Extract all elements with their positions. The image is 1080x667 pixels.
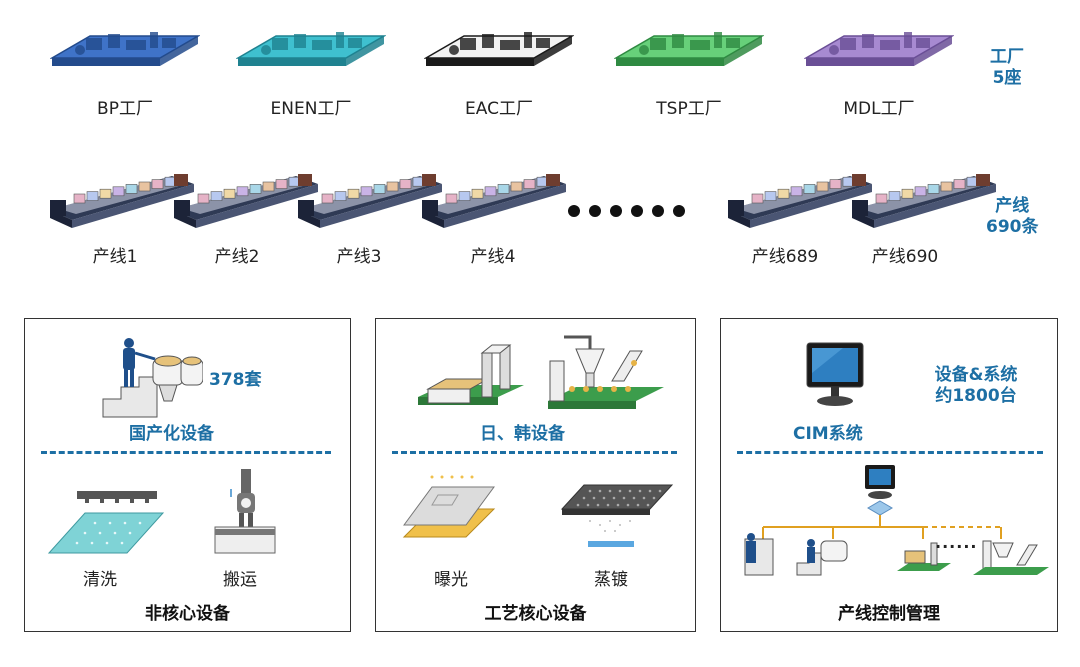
factory-label: BP工厂: [50, 94, 200, 119]
factory-2: EAC工厂: [424, 28, 574, 128]
factory-illustration-icon: [50, 28, 200, 90]
factory-illustration-icon: [804, 28, 954, 90]
monitor-icon: [803, 339, 873, 413]
process-subtitle: 日、韩设备: [480, 419, 565, 444]
ellipsis-dots: [568, 202, 694, 221]
production-line-label: 产线4: [418, 242, 568, 267]
factory-0: BP工厂: [50, 28, 200, 128]
line-count-label: 产线 690条: [986, 196, 1039, 238]
factory-count-label: 工厂 5座: [990, 47, 1024, 89]
noncore-panel-title: 非核心设备: [25, 599, 350, 624]
control-panel-title: 产线控制管理: [721, 599, 1057, 624]
process-item-evaporation: 蒸镀: [594, 565, 628, 590]
factory-1: ENEN工厂: [236, 28, 386, 128]
divider: [392, 451, 677, 454]
factory-illustration-icon: [424, 28, 574, 90]
process-panel-title: 工艺核心设备: [376, 599, 695, 624]
production-line-label: 产线690: [830, 242, 980, 267]
factory-label: EAC工厂: [424, 94, 574, 119]
inspection-machine-icon: [416, 333, 526, 419]
noncore-item-transfer: 搬运: [223, 565, 257, 590]
factory-3: TSP工厂: [614, 28, 764, 128]
panel-line-control: 设备&系统 约1800台 CIM系统 ...... 产线控制管理: [720, 318, 1058, 632]
noncore-item-cleaning: 清洗: [83, 565, 117, 590]
divider: [737, 451, 1043, 454]
production-line-label: 产线3: [284, 242, 434, 267]
control-count: 设备&系统 约1800台: [921, 365, 1031, 407]
cim-system-label: CIM系统: [793, 419, 863, 444]
factory-illustration-icon: [614, 28, 764, 90]
process-item-exposure: 曝光: [434, 565, 468, 590]
noncore-subtitle: 国产化设备: [129, 419, 214, 444]
panel-noncore-equipment: 378套 国产化设备 清洗 搬运 非核心设备: [24, 318, 351, 632]
production-line-3: 产线4: [418, 170, 568, 270]
factory-label: ENEN工厂: [236, 94, 386, 119]
noncore-count: 378套: [209, 365, 262, 390]
divider: [41, 451, 331, 454]
more-equipment-ellipsis: ......: [935, 533, 977, 552]
panel-process-core-equipment: 日、韩设备 曝光 蒸镀 工艺核心设备: [375, 318, 696, 632]
transfer-robot-icon: [211, 469, 281, 557]
factory-label: MDL工厂: [804, 94, 954, 119]
cleaning-icon: [45, 483, 165, 557]
production-line-illustration-icon: [848, 170, 998, 234]
factory-label: TSP工厂: [614, 94, 764, 119]
evaporation-icon: [560, 479, 674, 553]
production-line-illustration-icon: [418, 170, 568, 234]
factory-4: MDL工厂: [804, 28, 954, 128]
deposition-machine-icon: [546, 327, 666, 419]
exposure-icon: [398, 473, 498, 559]
production-line-5: 产线690: [848, 170, 998, 270]
cim-network-diagram: [737, 459, 1053, 579]
factory-illustration-icon: [236, 28, 386, 90]
worker-machine-icon: [93, 337, 203, 419]
